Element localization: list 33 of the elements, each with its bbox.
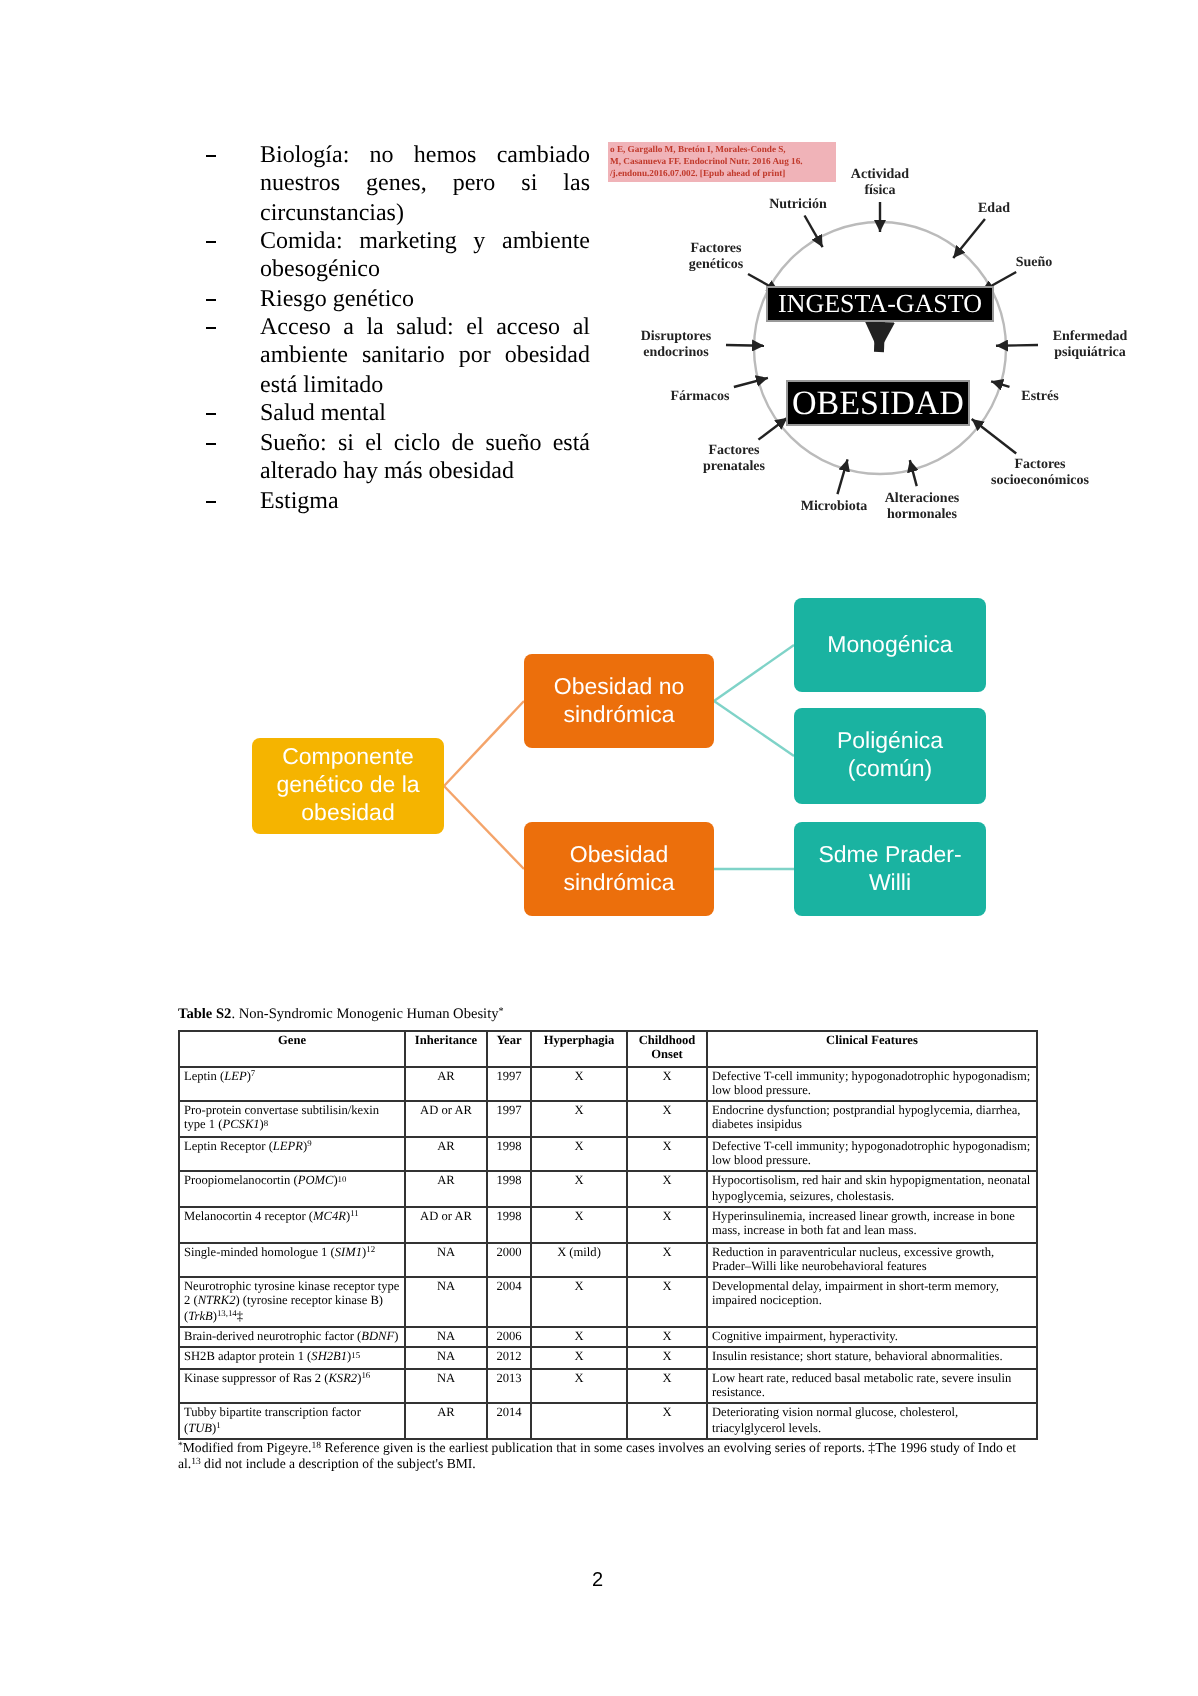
connector-line: [443, 785, 525, 870]
connector-line: [713, 644, 795, 702]
arrow: [907, 459, 919, 487]
arrow: [990, 379, 1010, 391]
connector-line: [713, 700, 795, 757]
tree-box: Monogénica: [794, 598, 986, 692]
arrow: [757, 416, 789, 441]
arrow: [874, 202, 886, 232]
tree-box: Componente genético de la obesidad: [252, 738, 444, 834]
arrow: [995, 339, 1039, 352]
bullet-text: Biología: no hemos cambiado nuestros genes, pero si las circunstancias): [260, 140, 590, 226]
arrow: [733, 375, 769, 389]
bullet-text: Acceso a la salud: el acceso al ambiente sanitario por obesidad está limitado: [260, 312, 590, 398]
bullet-text: Sueño: si el ciclo de sueño está alterado hay más obesidad: [260, 428, 590, 486]
tree-box: Sdme Prader-Willi: [794, 822, 986, 916]
arrow: [725, 339, 765, 352]
label-box: INGESTA-GASTO: [766, 286, 994, 322]
tree-box: Obesidad sindrómica: [524, 822, 714, 916]
connector-line: [714, 867, 794, 871]
bullet-text: Salud mental: [260, 398, 388, 427]
arrow: [836, 459, 850, 495]
bullet-text: Riesgo genético: [260, 284, 416, 313]
label-box: OBESIDAD: [786, 380, 970, 426]
bullet-text: Comida: marketing y ambiente obesogénico: [260, 226, 590, 284]
connector-line: [443, 700, 525, 787]
arrow: [865, 321, 895, 353]
tree-box: Obesidad no sindrómica: [524, 654, 714, 748]
tree-box: Poligénica (común): [794, 708, 986, 804]
arrow: [952, 218, 986, 259]
page-number: 2: [592, 1570, 604, 1592]
arrow: [803, 214, 824, 248]
bullet-text: Estigma: [260, 486, 341, 515]
arrow: [970, 418, 1017, 455]
